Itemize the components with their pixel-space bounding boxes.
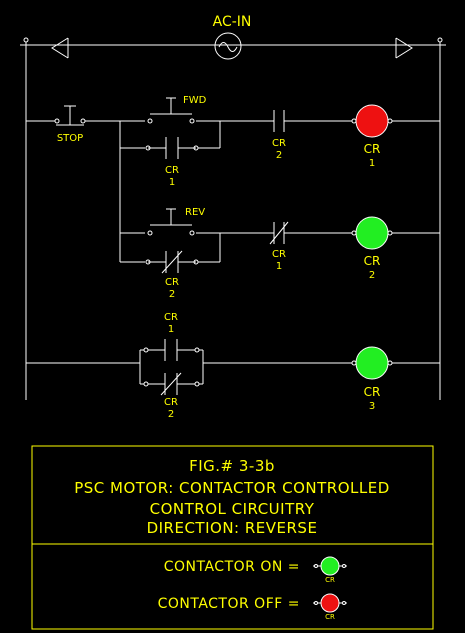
cr1-seal-label-bottom: 1 (169, 177, 175, 188)
cr1-interlock-label-bottom: 1 (276, 261, 282, 272)
cr2-aux-label-bottom: 2 (168, 409, 174, 420)
fwd-label: FWD (183, 95, 207, 106)
stop-pushbutton (54, 105, 86, 126)
cr2-interlock-label-bottom: 2 (276, 150, 282, 161)
cr3-coil-label-top: CR (364, 385, 381, 399)
caption-subtitle: CONTROL CIRCUITRY (150, 500, 315, 518)
cr1-coil-label-bottom: 1 (369, 158, 375, 169)
cr1-coil-terminal-right (387, 118, 393, 124)
cr2-coil-label-bottom: 2 (369, 270, 375, 281)
legend-on-symbol (313, 556, 347, 576)
cr2-coil (355, 216, 389, 250)
caption-figure-number: FIG.# 3-3b (189, 457, 275, 475)
cr2-interlock-contact (268, 110, 290, 132)
stop-label: STOP (57, 133, 83, 144)
cr3-coil-terminal-left (351, 360, 357, 366)
cr1-aux-contact (164, 339, 178, 361)
ac-source-arrow (20, 37, 446, 59)
cr2-interlock-label-top: CR (272, 138, 286, 149)
legend-box (31, 543, 434, 630)
rung-1-wiring (26, 120, 440, 262)
right-rail-terminal (437, 37, 443, 43)
rung-3-wiring (26, 349, 440, 385)
rung3-terminal (194, 381, 200, 387)
cr1-coil-label-top: CR (364, 142, 381, 156)
cr1-coil (355, 104, 389, 138)
cr2-seal-label-top: CR (165, 277, 179, 288)
rung3-terminal (143, 381, 149, 387)
left-rail-terminal (23, 37, 29, 43)
legend-on-text: CONTACTOR ON = (164, 559, 300, 575)
legend-off-text: CONTACTOR OFF = (158, 596, 300, 612)
cr2-seal-contact (145, 250, 199, 274)
cr2-aux-contact (160, 372, 182, 396)
ac-source-symbol (214, 32, 242, 60)
cr1-aux-label-top: CR (164, 312, 178, 323)
rev-label: REV (185, 207, 205, 218)
rung-2-wiring (120, 232, 440, 263)
cr1-seal-contact (145, 137, 199, 159)
cr2-coil-terminal-right (387, 230, 393, 236)
cr2-coil-terminal-left (351, 230, 357, 236)
cr1-interlock-contact (268, 221, 290, 245)
rung3-terminal (194, 347, 200, 353)
cr1-aux-label-bottom: 1 (168, 324, 174, 335)
ac-in-label: AC-IN (213, 14, 252, 30)
cr3-coil (355, 346, 389, 380)
cr3-coil-label-bottom: 3 (369, 401, 375, 412)
cr2-seal-label-bottom: 2 (169, 289, 175, 300)
legend-off-label: CR (325, 613, 335, 621)
rev-pushbutton (147, 208, 195, 236)
caption-direction: DIRECTION: REVERSE (147, 519, 318, 537)
cr2-aux-label-top: CR (164, 397, 178, 408)
cr3-coil-terminal-right (387, 360, 393, 366)
caption-title: PSC MOTOR: CONTACTOR CONTROLLED (74, 479, 390, 497)
legend-on-label: CR (325, 576, 335, 584)
cr2-coil-label-top: CR (364, 254, 381, 268)
cr1-seal-label-top: CR (165, 165, 179, 176)
cr1-coil-terminal-left (351, 118, 357, 124)
cr1-interlock-label-top: CR (272, 249, 286, 260)
legend-off-symbol (313, 593, 347, 613)
fwd-pushbutton (147, 97, 195, 124)
rung3-terminal (143, 347, 149, 353)
